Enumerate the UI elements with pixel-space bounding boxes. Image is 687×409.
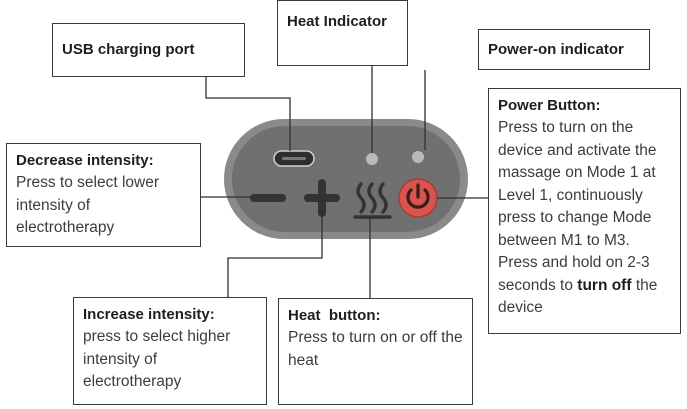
minus-icon[interactable] [250, 194, 286, 202]
power-indicator-led [412, 151, 424, 163]
decrease-intensity-description: Press to select lower intensity of elect… [16, 174, 159, 236]
power-button-desc-text: Press to turn on the device and activate… [498, 119, 657, 294]
power-button-desc-tail: the device [498, 276, 658, 317]
power-button-desc-bold: turn off [577, 276, 632, 294]
decrease-intensity-callout: Decrease intensity: Press to select lowe… [6, 143, 201, 247]
increase-intensity-description: press to select higher intensity of elec… [83, 328, 231, 390]
power-on-indicator-title: Power-on indicator [488, 40, 624, 58]
heat-indicator-led [366, 153, 378, 165]
heat-waves-icon[interactable] [353, 182, 392, 219]
usb-charging-port-callout: USB charging port [52, 23, 245, 77]
heat-indicator-callout: Heat Indicator [277, 0, 408, 66]
power-on-indicator-callout: Power-on indicator [478, 29, 650, 70]
power-button-callout: Power Button: Press to turn on the devic… [488, 88, 681, 334]
increase-intensity-title: Increase intensity: [83, 306, 215, 323]
leader-lines [201, 66, 494, 298]
plus-icon[interactable] [304, 179, 340, 217]
heat-indicator-title: Heat Indicator [287, 13, 388, 30]
heat-button-description: Press to turn on or off the heat [288, 329, 463, 369]
usb-charging-port-title: USB charging port [62, 41, 195, 58]
power-icon[interactable] [398, 178, 438, 218]
usb-leader [205, 77, 291, 151]
power-button-description: Press to turn on the device and activate… [498, 117, 671, 320]
heat-button-title: Heat button: [288, 307, 381, 324]
decrease-intensity-title: Decrease intensity: [16, 152, 154, 169]
increase-intensity-callout: Increase intensity: press to select high… [73, 297, 267, 405]
usb-port-icon [273, 150, 315, 167]
increase-leader [227, 217, 323, 297]
power-button-title: Power Button: [498, 97, 601, 114]
heat-button-callout: Heat button: Press to turn on or off the… [278, 298, 473, 405]
